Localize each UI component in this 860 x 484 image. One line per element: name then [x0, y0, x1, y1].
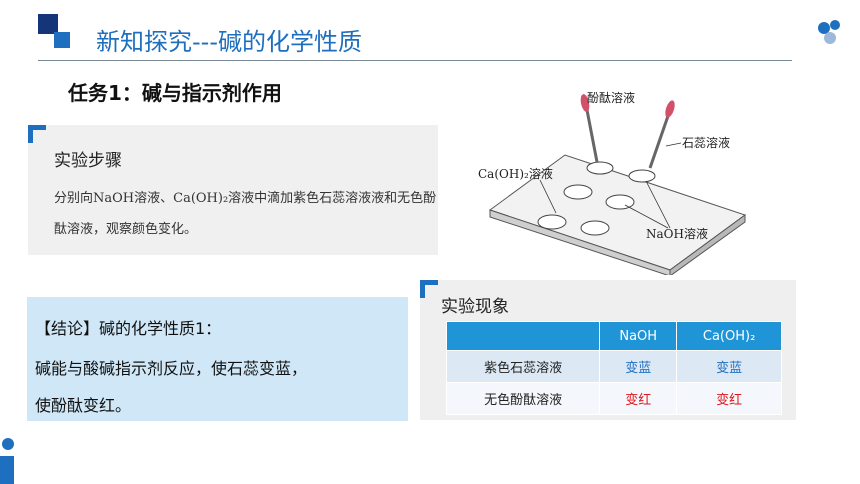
- spot-plate-illustration: 酚酞溶液 石蕊溶液 Ca(OH)₂溶液 NaOH溶液: [478, 90, 747, 275]
- label-naoh: NaOH溶液: [646, 226, 708, 241]
- table-cell: 变蓝: [676, 350, 782, 383]
- label-litmus: 石蕊溶液: [682, 135, 730, 150]
- table-cell: 变红: [676, 382, 782, 415]
- label-caoh2: Ca(OH)₂溶液: [478, 166, 553, 181]
- table-cell: 变红: [599, 382, 678, 415]
- table-header-cell: Ca(OH)₂: [676, 321, 782, 351]
- table-row: 无色酚酞溶液 变红 变红: [445, 382, 782, 415]
- logo-square-light: [54, 32, 70, 48]
- steps-text: 分别向NaOH溶液、Ca(OH)₂溶液中滴加紫色石蕊溶液液和无色酚酞溶液，观察颜…: [54, 191, 437, 237]
- logo-square-dark: [38, 14, 58, 34]
- phenomena-title: 实验现象: [441, 297, 509, 317]
- table-cell: 紫色石蕊溶液: [445, 350, 601, 383]
- table-header-cell: [445, 321, 601, 351]
- table-row: 紫色石蕊溶液 变蓝 变蓝: [445, 350, 782, 383]
- decorative-bar: [0, 456, 14, 484]
- header-divider: [38, 60, 792, 61]
- phenomena-table: NaOH Ca(OH)₂ 紫色石蕊溶液 变蓝 变蓝 无色酚酞溶液 变红 变红: [445, 321, 782, 415]
- steps-panel: [28, 125, 438, 255]
- conclusion-text-line2: 使酚酞变红。: [35, 396, 132, 415]
- task-title: 任务1：碱与指示剂作用: [68, 81, 282, 105]
- table-header-cell: NaOH: [599, 321, 678, 351]
- table-header-row: NaOH Ca(OH)₂: [445, 321, 782, 351]
- table-cell: 无色酚酞溶液: [445, 382, 601, 415]
- table-cell: 变蓝: [599, 350, 678, 383]
- label-phenolphthalein: 酚酞溶液: [587, 90, 635, 105]
- conclusion-panel: 【结论】碱的化学性质1： 碱能与酸碱指示剂反应，使石蕊变蓝， 使酚酞变红。: [27, 297, 408, 421]
- conclusion-text-line1: 碱能与酸碱指示剂反应，使石蕊变蓝，: [35, 359, 308, 378]
- decorative-dot-icon: [2, 438, 14, 450]
- decorative-dots-icon: [812, 18, 846, 48]
- corner-accent-icon: [420, 280, 438, 298]
- steps-title: 实验步骤: [54, 151, 122, 171]
- conclusion-heading: 【结论】碱的化学性质1：: [35, 319, 222, 338]
- page-title: 新知探究---碱的化学性质: [96, 28, 362, 56]
- corner-accent-icon: [28, 125, 46, 143]
